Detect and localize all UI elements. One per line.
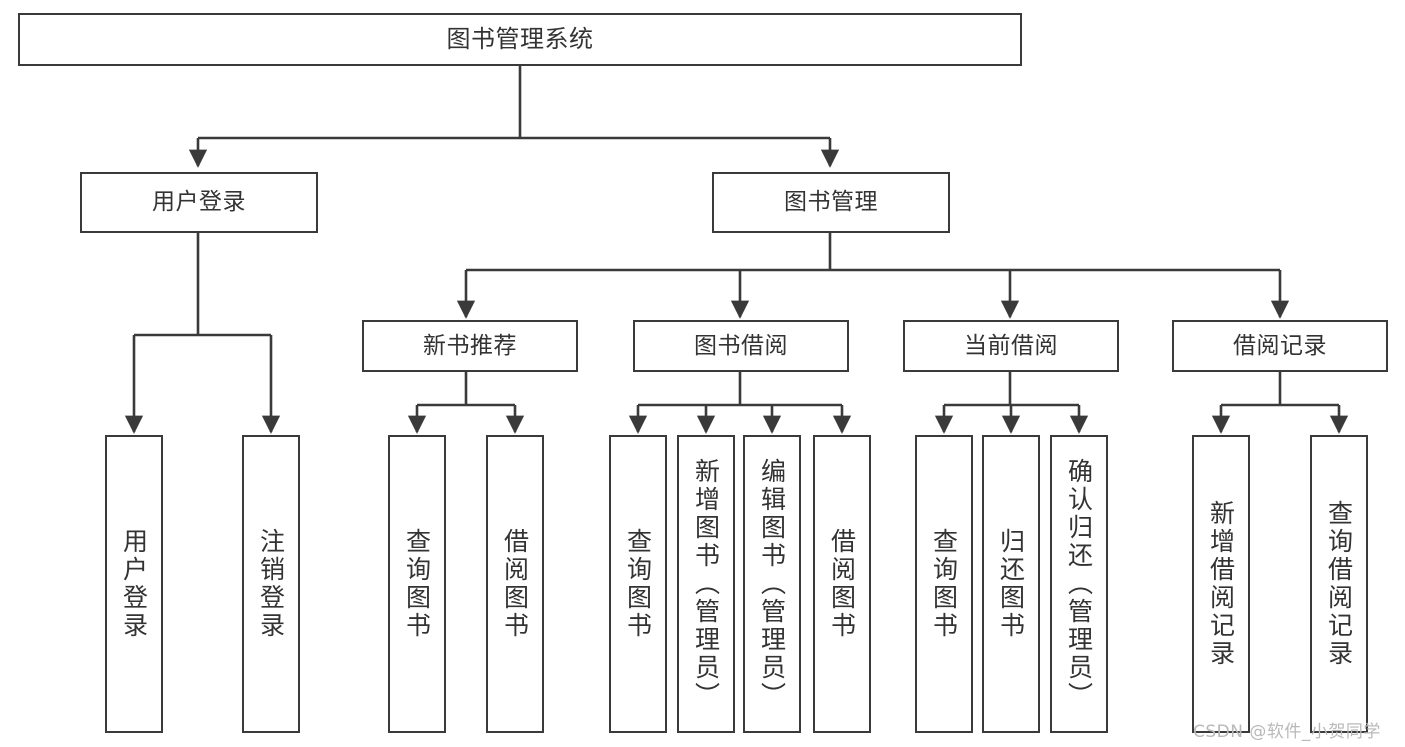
node-user-login[interactable]: 用户登录 [80,172,318,233]
node-label: 借阅图书 [827,528,857,640]
node-label: 新书推荐 [423,332,517,359]
node-root-book-management-system[interactable]: 图书管理系统 [18,13,1022,66]
node-label: 确认归还（管理员） [1064,458,1094,710]
node-borrow-record[interactable]: 借阅记录 [1172,320,1388,372]
node-label: 图书管理 [784,189,878,216]
node-label: 注销登录 [256,528,286,640]
leaf-user-login-logout[interactable]: 注销登录 [242,435,300,733]
node-new-book-recommend[interactable]: 新书推荐 [362,320,578,372]
node-label: 查询图书 [929,528,959,640]
leaf-book-borrow-edit-book-admin[interactable]: 编辑图书（管理员） [743,435,801,733]
node-label: 归还图书 [996,528,1026,640]
node-label: 借阅图书 [500,528,530,640]
csdn-watermark: CSDN @软件_小贺同学 [1193,722,1381,742]
node-label: 编辑图书（管理员） [757,458,787,710]
node-label: 新增图书（管理员） [691,458,721,710]
leaf-current-borrow-return-book[interactable]: 归还图书 [982,435,1040,733]
node-label: 图书借阅 [694,332,788,359]
leaf-book-borrow-borrow-book[interactable]: 借阅图书 [813,435,871,733]
leaf-borrow-record-query-record[interactable]: 查询借阅记录 [1310,435,1368,733]
node-book-management[interactable]: 图书管理 [712,172,950,233]
node-current-borrow[interactable]: 当前借阅 [903,320,1119,372]
leaf-book-borrow-query-book[interactable]: 查询图书 [609,435,667,733]
leaf-user-login-login[interactable]: 用户登录 [105,435,163,733]
node-label: 借阅记录 [1233,332,1327,359]
node-label: 用户登录 [119,528,149,640]
node-label: 图书管理系统 [446,24,594,53]
leaf-current-borrow-confirm-return-admin[interactable]: 确认归还（管理员） [1050,435,1108,733]
leaf-book-borrow-add-book-admin[interactable]: 新增图书（管理员） [677,435,735,733]
leaf-new-book-borrow-book[interactable]: 借阅图书 [486,435,544,733]
leaf-borrow-record-add-record[interactable]: 新增借阅记录 [1192,435,1250,733]
leaf-current-borrow-query-book[interactable]: 查询图书 [915,435,973,733]
node-label: 查询借阅记录 [1324,500,1354,668]
node-label: 查询图书 [623,528,653,640]
node-label: 查询图书 [402,528,432,640]
node-book-borrow[interactable]: 图书借阅 [633,320,849,372]
node-label: 当前借阅 [964,332,1058,359]
node-label: 用户登录 [152,189,246,216]
node-label: 新增借阅记录 [1206,500,1236,668]
leaf-new-book-query-book[interactable]: 查询图书 [388,435,446,733]
